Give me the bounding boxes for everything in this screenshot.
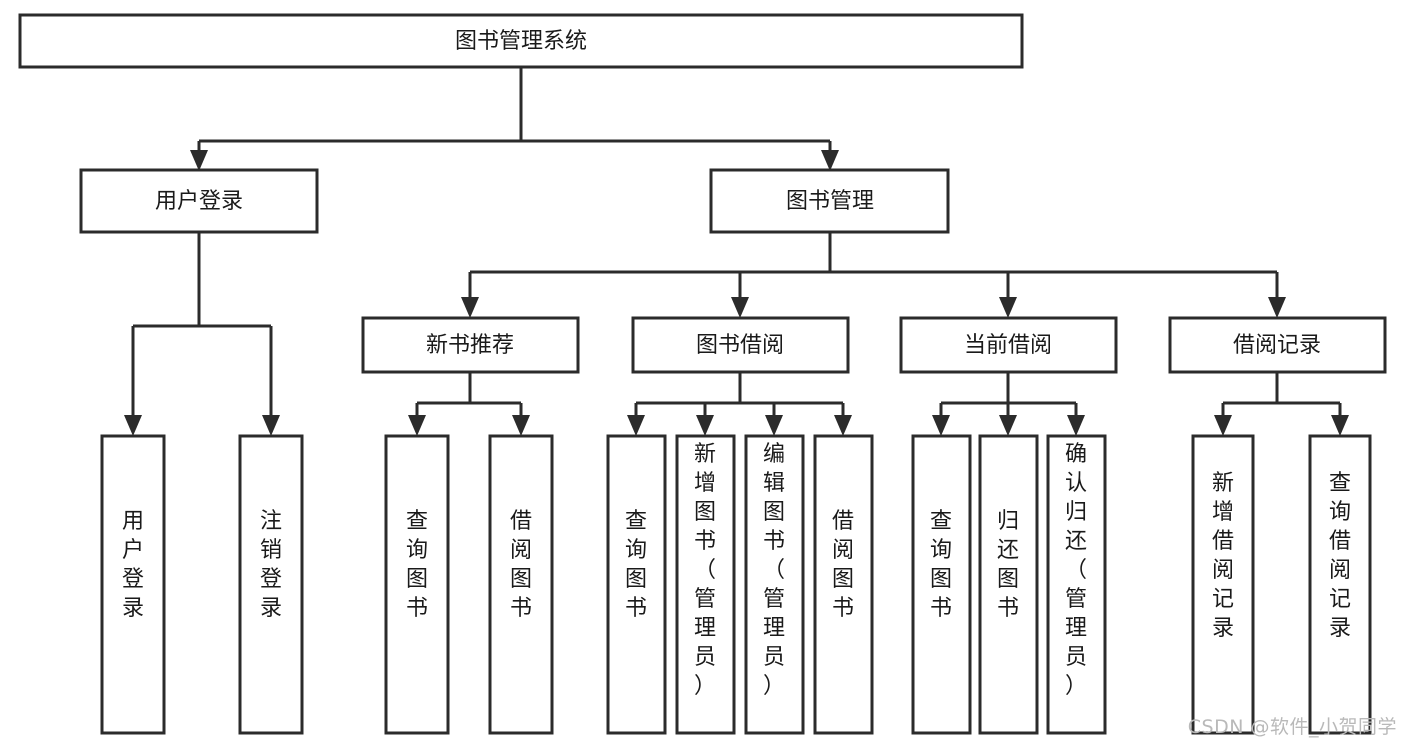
node-new-book-rec-box	[361, 316, 580, 374]
node-leaf-confirm-return-label: 确认归还（管理员）	[1065, 442, 1087, 699]
csdn-watermark: CSDN @软件_小贺同学	[1187, 716, 1397, 738]
node-leaf-add-record-label: 新增借阅记录	[1212, 471, 1234, 641]
node-current-borrow-label: 当前借阅	[964, 333, 1052, 358]
node-leaf-add-book[interactable]: 新增图书（管理员）	[675, 434, 736, 735]
node-leaf-query-book-2-box	[606, 434, 667, 735]
node-leaf-return-book[interactable]: 归还图书	[978, 434, 1039, 735]
arrowhead-leaf-query-book-3	[932, 415, 950, 436]
node-user-login[interactable]: 用户登录	[79, 168, 319, 234]
arrowhead-leaf-return-book	[999, 415, 1017, 436]
node-leaf-query-book-3-label: 查询图书	[930, 509, 952, 621]
node-book-manage[interactable]: 图书管理	[709, 168, 950, 234]
node-borrow-record[interactable]: 借阅记录	[1168, 316, 1387, 374]
node-leaf-query-book-1[interactable]: 查询图书	[384, 434, 450, 735]
node-leaf-add-record-box	[1191, 434, 1255, 735]
arrowhead-new-book-rec	[461, 297, 479, 318]
node-borrow-record-label: 借阅记录	[1233, 333, 1321, 358]
node-new-book-rec-label: 新书推荐	[426, 333, 514, 358]
arrowhead-borrow-record	[1268, 297, 1286, 318]
node-leaf-borrow-book-1[interactable]: 借阅图书	[488, 434, 554, 735]
arrowhead-book-manage	[821, 150, 839, 171]
node-current-borrow-box	[899, 316, 1118, 374]
node-current-borrow[interactable]: 当前借阅	[899, 316, 1118, 374]
node-leaf-add-book-label: 新增图书（管理员）	[694, 442, 716, 699]
node-leaf-add-record[interactable]: 新增借阅记录	[1191, 434, 1255, 735]
node-leaf-query-book-3[interactable]: 查询图书	[911, 434, 972, 735]
node-leaf-query-book-2-label: 查询图书	[625, 509, 647, 621]
arrowhead-leaf-borrow-book-2	[834, 415, 852, 436]
node-leaf-query-book-1-label: 查询图书	[406, 509, 428, 621]
arrowhead-leaf-query-book-2	[627, 415, 645, 436]
node-leaf-borrow-book-2-box	[813, 434, 874, 735]
arrowhead-leaf-query-book-1	[408, 415, 426, 436]
node-leaf-user-login[interactable]: 用户登录	[100, 434, 166, 735]
node-leaf-borrow-book-2-label: 借阅图书	[832, 509, 854, 621]
node-leaf-edit-book[interactable]: 编辑图书（管理员）	[744, 434, 805, 735]
arrowhead-leaf-confirm-return	[1067, 415, 1085, 436]
node-borrow-record-box	[1168, 316, 1387, 374]
node-new-book-rec[interactable]: 新书推荐	[361, 316, 580, 374]
node-leaf-user-logout-label: 注销登录	[260, 509, 282, 621]
node-leaf-user-login-box	[100, 434, 166, 735]
node-book-borrow-label: 图书借阅	[696, 333, 784, 358]
arrowhead-user-login	[190, 150, 208, 171]
arrowhead-leaf-user-login	[124, 415, 142, 436]
arrowhead-leaf-user-logout	[262, 415, 280, 436]
node-book-manage-box	[709, 168, 950, 234]
connector-layer	[124, 67, 1349, 436]
node-leaf-user-login-label: 用户登录	[122, 509, 144, 621]
node-leaf-borrow-book-2[interactable]: 借阅图书	[813, 434, 874, 735]
node-leaf-user-logout[interactable]: 注销登录	[238, 434, 304, 735]
node-leaf-add-book-box	[675, 434, 736, 735]
node-user-login-label: 用户登录	[155, 189, 243, 214]
arrowhead-leaf-add-record	[1214, 415, 1232, 436]
node-leaf-return-book-label: 归还图书	[997, 509, 1019, 621]
node-root[interactable]: 图书管理系统	[18, 13, 1024, 69]
node-leaf-query-book-3-box	[911, 434, 972, 735]
node-leaf-user-logout-box	[238, 434, 304, 735]
node-leaf-query-book-1-box	[384, 434, 450, 735]
node-user-login-box	[79, 168, 319, 234]
arrowhead-leaf-borrow-book-1	[512, 415, 530, 436]
node-book-manage-label: 图书管理	[786, 189, 874, 214]
node-leaf-confirm-return[interactable]: 确认归还（管理员）	[1046, 434, 1107, 735]
node-leaf-edit-book-box	[744, 434, 805, 735]
node-leaf-query-record-label: 查询借阅记录	[1329, 471, 1351, 641]
node-root-label: 图书管理系统	[455, 29, 587, 54]
arrowhead-book-borrow	[731, 297, 749, 318]
node-leaf-query-book-2[interactable]: 查询图书	[606, 434, 667, 735]
node-leaf-borrow-book-1-label: 借阅图书	[510, 509, 532, 621]
node-leaf-confirm-return-box	[1046, 434, 1107, 735]
node-root-box	[18, 13, 1024, 69]
arrowhead-leaf-edit-book	[765, 415, 783, 436]
node-leaf-edit-book-label: 编辑图书（管理员）	[763, 442, 785, 699]
node-leaf-return-book-box	[978, 434, 1039, 735]
node-leaf-borrow-book-1-box	[488, 434, 554, 735]
node-leaf-query-record-box	[1308, 434, 1372, 735]
node-book-borrow-box	[631, 316, 850, 374]
arrowhead-leaf-query-record	[1331, 415, 1349, 436]
node-book-borrow[interactable]: 图书借阅	[631, 316, 850, 374]
node-leaf-query-record[interactable]: 查询借阅记录	[1308, 434, 1372, 735]
arrowhead-current-borrow	[999, 297, 1017, 318]
arrowhead-leaf-add-book	[696, 415, 714, 436]
